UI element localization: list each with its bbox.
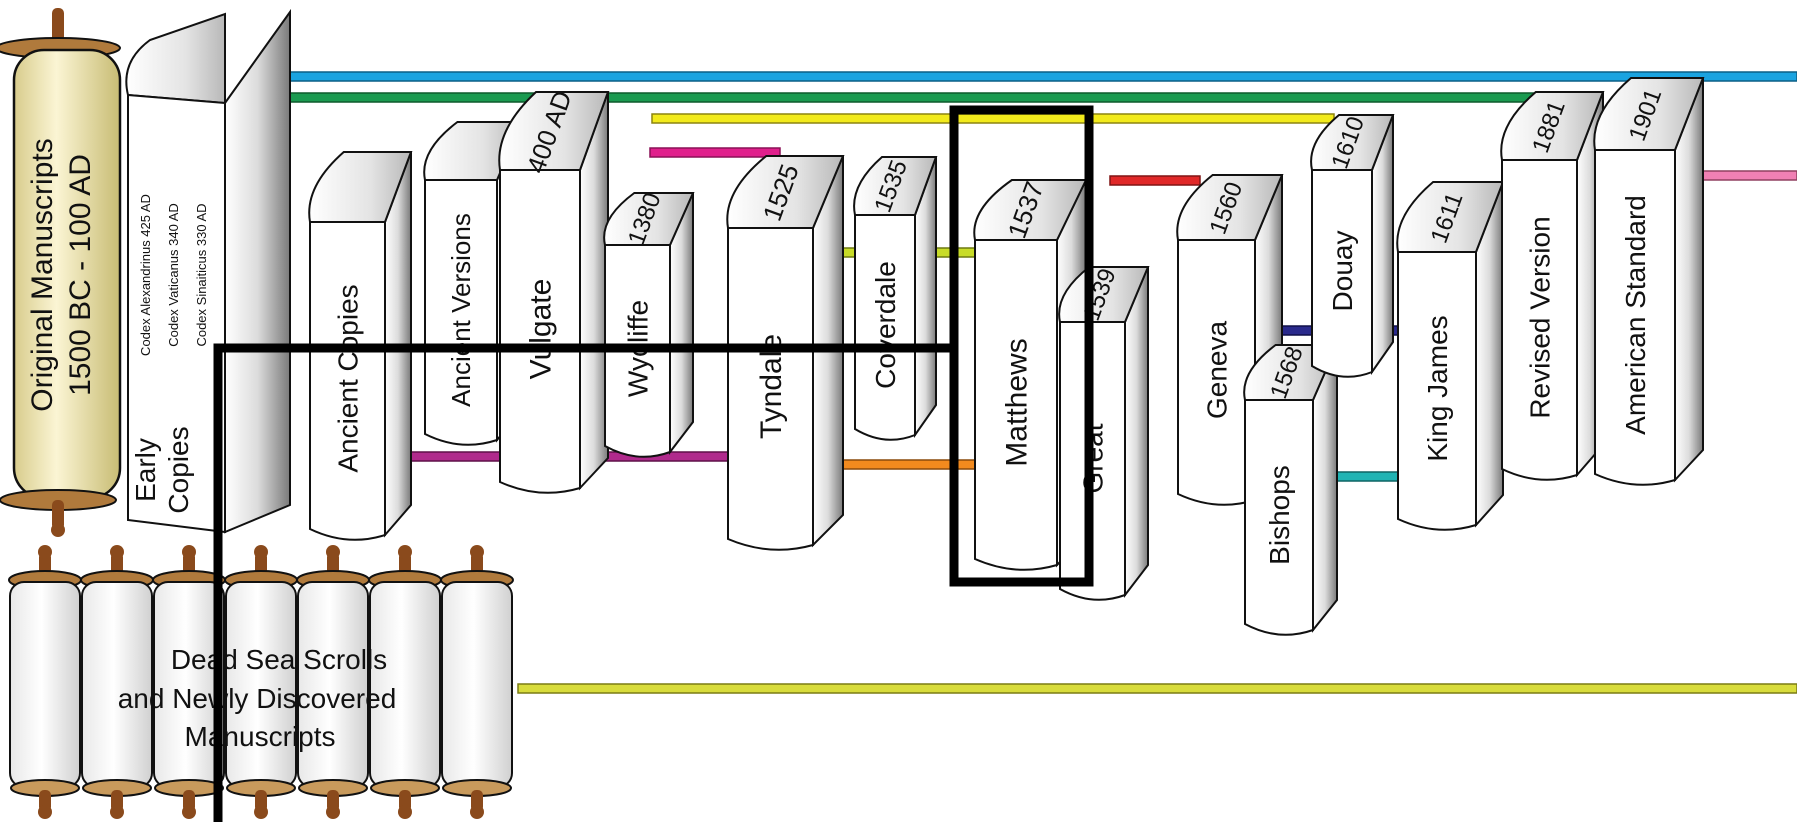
book-front — [1311, 169, 1373, 378]
dead-sea-scroll — [440, 545, 514, 819]
codex-alexandrinus: Codex Alexandrinus 425 AD — [138, 194, 153, 356]
book-name: Geneva — [1201, 321, 1232, 419]
book-name: American Standard — [1620, 195, 1651, 435]
scroll-title: Original Manuscripts — [26, 138, 59, 411]
book-name: Revised Version — [1524, 216, 1555, 418]
book-front — [854, 214, 916, 441]
book-front — [974, 239, 1058, 571]
dead-sea-scroll — [296, 545, 370, 819]
book-top — [423, 121, 524, 181]
dead-sea-line-2: and Newly Discovered — [118, 683, 397, 714]
dead-sea-scroll — [8, 545, 82, 819]
book-top — [973, 179, 1088, 241]
book-top — [308, 151, 413, 223]
book-front — [1594, 149, 1676, 486]
book-top — [1176, 174, 1284, 241]
book-top — [498, 91, 610, 171]
book-front — [424, 179, 498, 446]
book-name: Vulgate — [525, 279, 558, 380]
books-row: Ancient Copies Ancient Versions Vulgate400… — [308, 77, 1705, 636]
green-line — [269, 92, 1541, 103]
codex-sinaiticus: Codex Sinaiticus 330 AD — [194, 203, 209, 346]
book-ancient-copies: Ancient Copies — [308, 151, 413, 541]
book-front — [727, 227, 814, 551]
olive-line — [517, 683, 1797, 694]
cyan-line — [269, 71, 1797, 82]
book-ancient-versions: Ancient Versions — [423, 121, 524, 446]
teal-line — [1329, 471, 1401, 482]
book-top — [1310, 114, 1395, 171]
early-copies-book: Early Copies Codex Alexandrinus 425 AD C… — [125, 8, 291, 534]
book-top — [853, 156, 938, 216]
red-line — [1109, 175, 1201, 186]
book-front — [309, 221, 386, 541]
early-copies-label-1: Early — [130, 438, 161, 502]
dead-sea-scroll — [80, 545, 154, 819]
dead-sea-line-1: Dead Sea Scrolls — [171, 644, 387, 675]
book-front — [1244, 399, 1314, 636]
dead-sea-scroll — [224, 545, 298, 819]
book-name: Ancient Copies — [332, 284, 363, 472]
book-name: Matthews — [1001, 338, 1034, 466]
book-name: Douay — [1327, 231, 1358, 312]
dead-sea-scroll — [152, 545, 226, 819]
book-front — [499, 169, 581, 494]
book-top — [1396, 181, 1505, 253]
pink-line — [1694, 170, 1797, 181]
book-top — [1593, 77, 1705, 151]
highlight-annotation — [213, 105, 1094, 822]
book-top — [1058, 266, 1150, 323]
original-manuscripts-scroll: Original Manuscripts 1500 BC - 100 AD — [0, 8, 122, 537]
book-top — [1500, 91, 1605, 161]
book-top — [603, 192, 695, 246]
early-copies-label-2: Copies — [163, 426, 194, 513]
highlight-pointer-line — [213, 343, 954, 822]
dead-sea-scrolls — [8, 545, 514, 819]
book-name: Bishops — [1264, 465, 1295, 565]
codex-vaticanus: Codex Vaticanus 340 AD — [166, 203, 181, 347]
magenta-line — [649, 147, 781, 158]
dead-sea-scroll — [368, 545, 442, 819]
book-name: Ancient Versions — [446, 213, 476, 407]
scroll-dates: 1500 BC - 100 AD — [64, 154, 97, 396]
book-top — [726, 155, 845, 229]
book-front — [1397, 251, 1477, 531]
yellow-line — [651, 113, 1335, 124]
book-front — [1501, 159, 1578, 481]
book-name: King James — [1422, 315, 1453, 461]
dead-sea-line-3: Manuscripts — [185, 721, 336, 752]
book-name: Coverdale — [870, 261, 901, 389]
